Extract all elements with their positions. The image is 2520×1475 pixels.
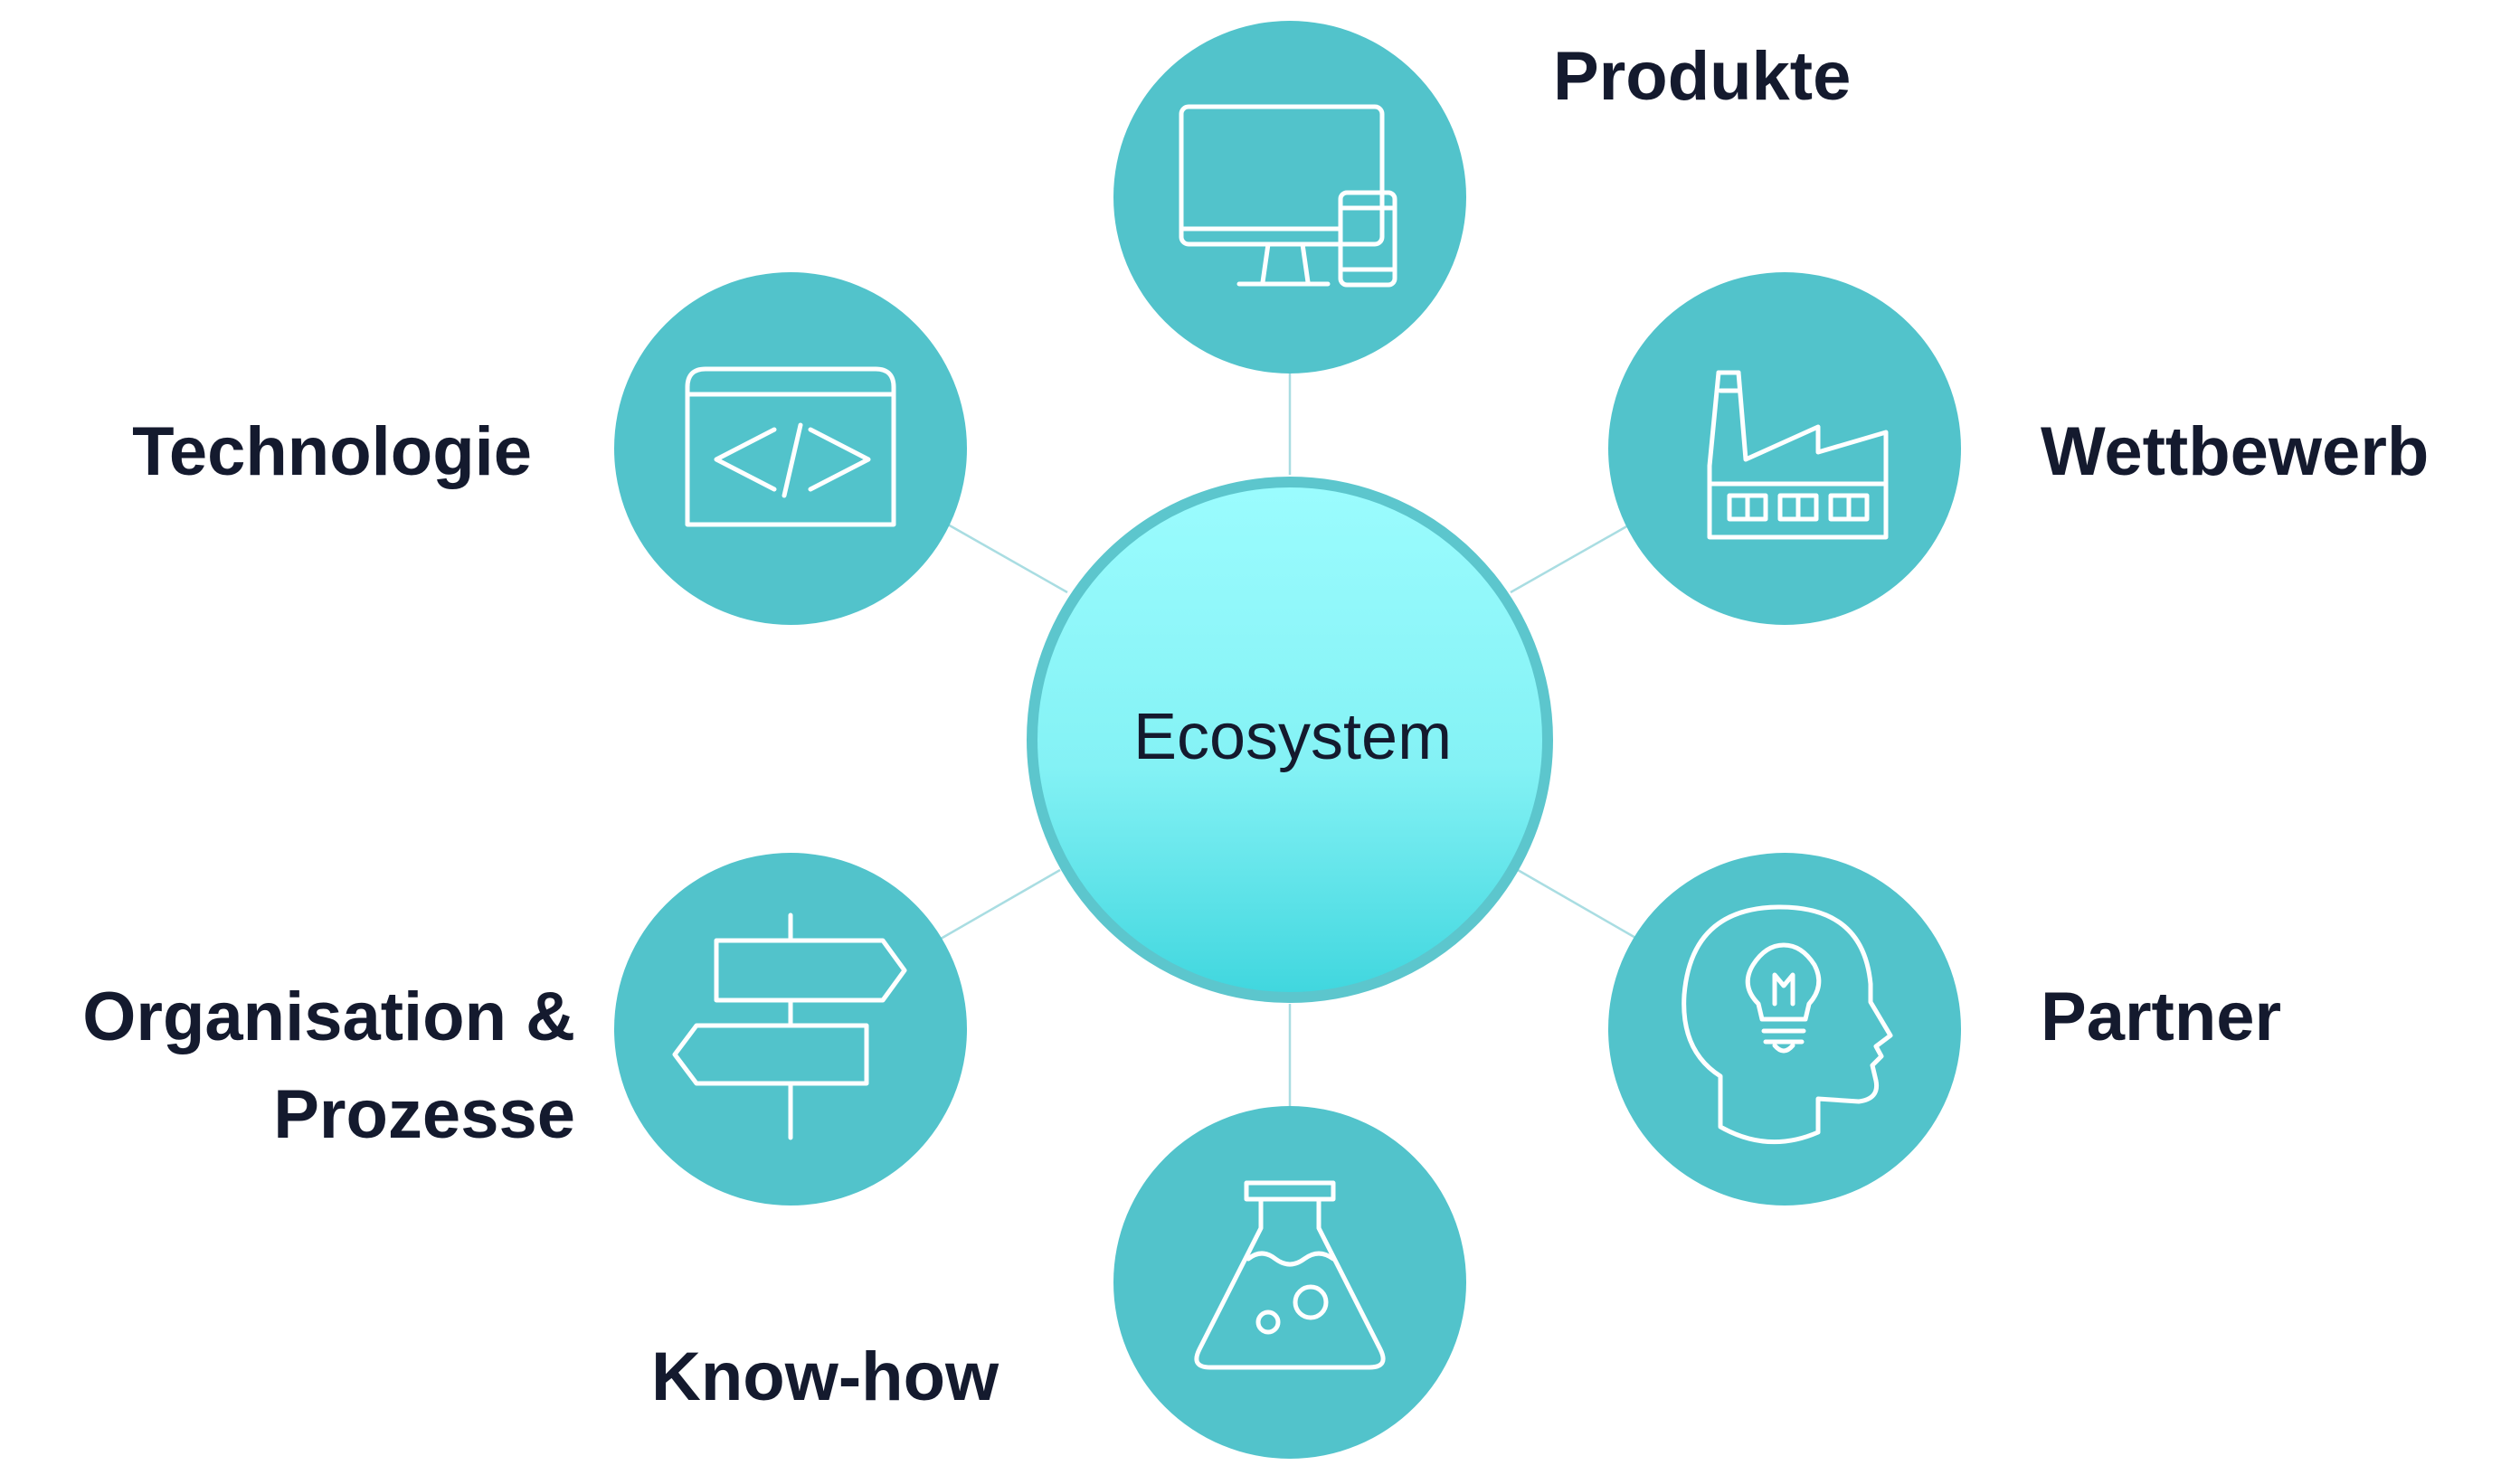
factory-icon [1707, 370, 1889, 540]
center-label: Ecosystem [1132, 701, 1453, 773]
node-organisation-circle [614, 853, 967, 1206]
signpost-icon [672, 912, 907, 1140]
flask-icon [1194, 1180, 1386, 1370]
label-technologie: Technologie [132, 413, 532, 490]
label-produkte: Produkte [1553, 38, 1852, 115]
label-partner: Partner [2041, 979, 2282, 1055]
label-organisation-line2: Prozesse [273, 1076, 575, 1153]
connector-organisation [940, 868, 1061, 941]
node-produkte [1113, 21, 1466, 373]
node-wettbewerb [1608, 272, 1961, 625]
center-node [1027, 477, 1553, 1003]
label-organisation-line1: Organisation & [82, 979, 575, 1055]
node-technologie-circle [614, 272, 967, 625]
connector-wettbewerb [1510, 523, 1631, 594]
node-produkte-circle [1113, 21, 1466, 373]
connectors [940, 371, 1638, 1111]
center-circle [1027, 477, 1553, 1003]
node-know-how-circle [1113, 1106, 1466, 1459]
connector-partner [1517, 868, 1638, 941]
label-wettbewerb: Wettbewerb [2041, 413, 2430, 490]
head-lightbulb-icon [1682, 904, 1893, 1145]
connector-technologie [947, 523, 1068, 594]
code-window-icon [685, 366, 896, 527]
node-organisation [614, 853, 967, 1206]
node-partner [1608, 853, 1961, 1206]
devices-icon [1179, 104, 1397, 288]
node-technologie [614, 272, 967, 625]
node-wettbewerb-circle [1608, 272, 1961, 625]
node-know-how [1113, 1106, 1466, 1459]
label-know-how: Know-how [651, 1338, 999, 1415]
